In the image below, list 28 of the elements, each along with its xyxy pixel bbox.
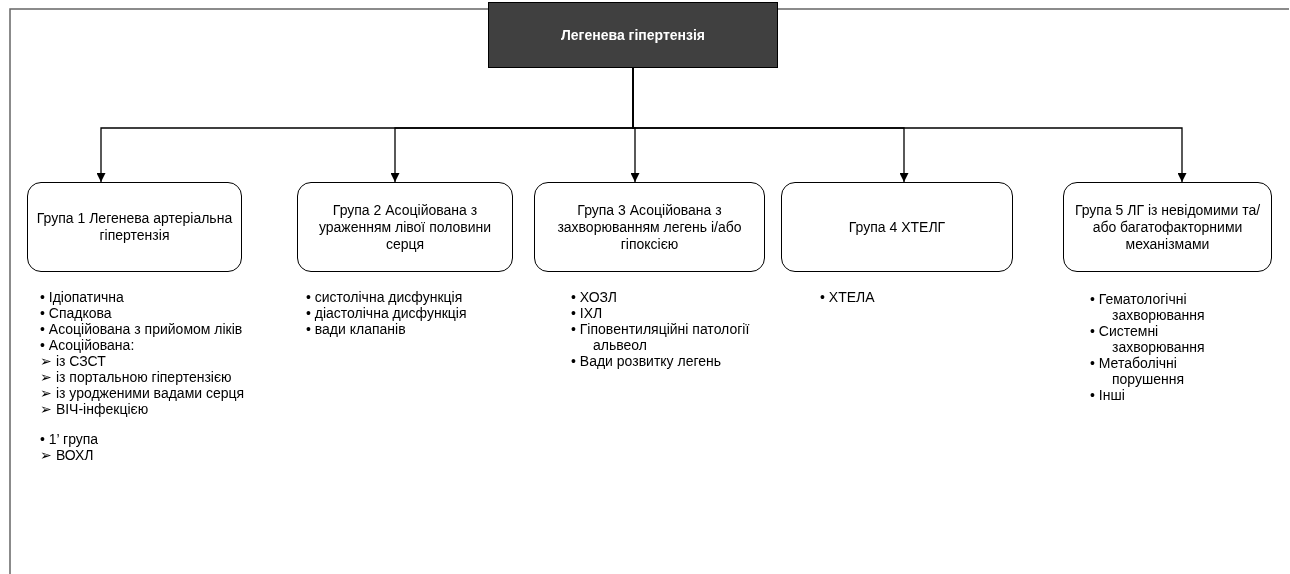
list-item: ➢ ВОХЛ xyxy=(40,447,95,463)
list-item: ➢ із уродженими вадами серця xyxy=(40,385,246,401)
list-item: • систолічна дисфункція xyxy=(306,289,464,305)
list-item: ➢ із портальною гіпертензією xyxy=(40,369,233,385)
list-item: • Гематологічні захворювання xyxy=(1090,291,1206,323)
list-item: • Інші xyxy=(1090,387,1126,403)
list-item: • Асоційована з прийомом ліків xyxy=(40,321,244,337)
list-item: • Гіповентиляційні патології альвеол xyxy=(571,321,751,353)
list-item: • Ідіопатична xyxy=(40,289,125,305)
list-item: • Метаболічні порушення xyxy=(1090,355,1186,387)
list-item: • Вади розвитку легень xyxy=(571,353,723,369)
list-item: • діастолічна дисфункція xyxy=(306,305,468,321)
list-item: • ХТЕЛА xyxy=(820,289,876,305)
list-item: • Спадкова xyxy=(40,305,113,321)
list-item: ➢ ВІЧ-інфекцією xyxy=(40,401,150,417)
list-item: • ІХЛ xyxy=(571,305,604,321)
list-item: • 1’ група xyxy=(40,431,100,447)
list-item: • Системні захворювання xyxy=(1090,323,1206,355)
title-box: Легенева гіпертензія xyxy=(488,2,778,68)
group-box: Група 4 ХТЕЛГ xyxy=(781,182,1013,272)
list-item: ➢ із СЗСТ xyxy=(40,353,107,369)
group-box: Група 3 Асоційована з захворюванням легень і/або гіпоксією xyxy=(534,182,765,272)
list-item: • Асоційована: xyxy=(40,337,136,353)
group-box: Група 2 Асоційована з ураженням лівої половини серця xyxy=(297,182,513,272)
list-item: • вади клапанів xyxy=(306,321,407,337)
group-box: Група 5 ЛГ із невідомими та/або багатофакторними механізмами xyxy=(1063,182,1272,272)
group-box: Група 1 Легенева артеріальна гіпертензія xyxy=(27,182,242,272)
list-item: • ХОЗЛ xyxy=(571,289,619,305)
